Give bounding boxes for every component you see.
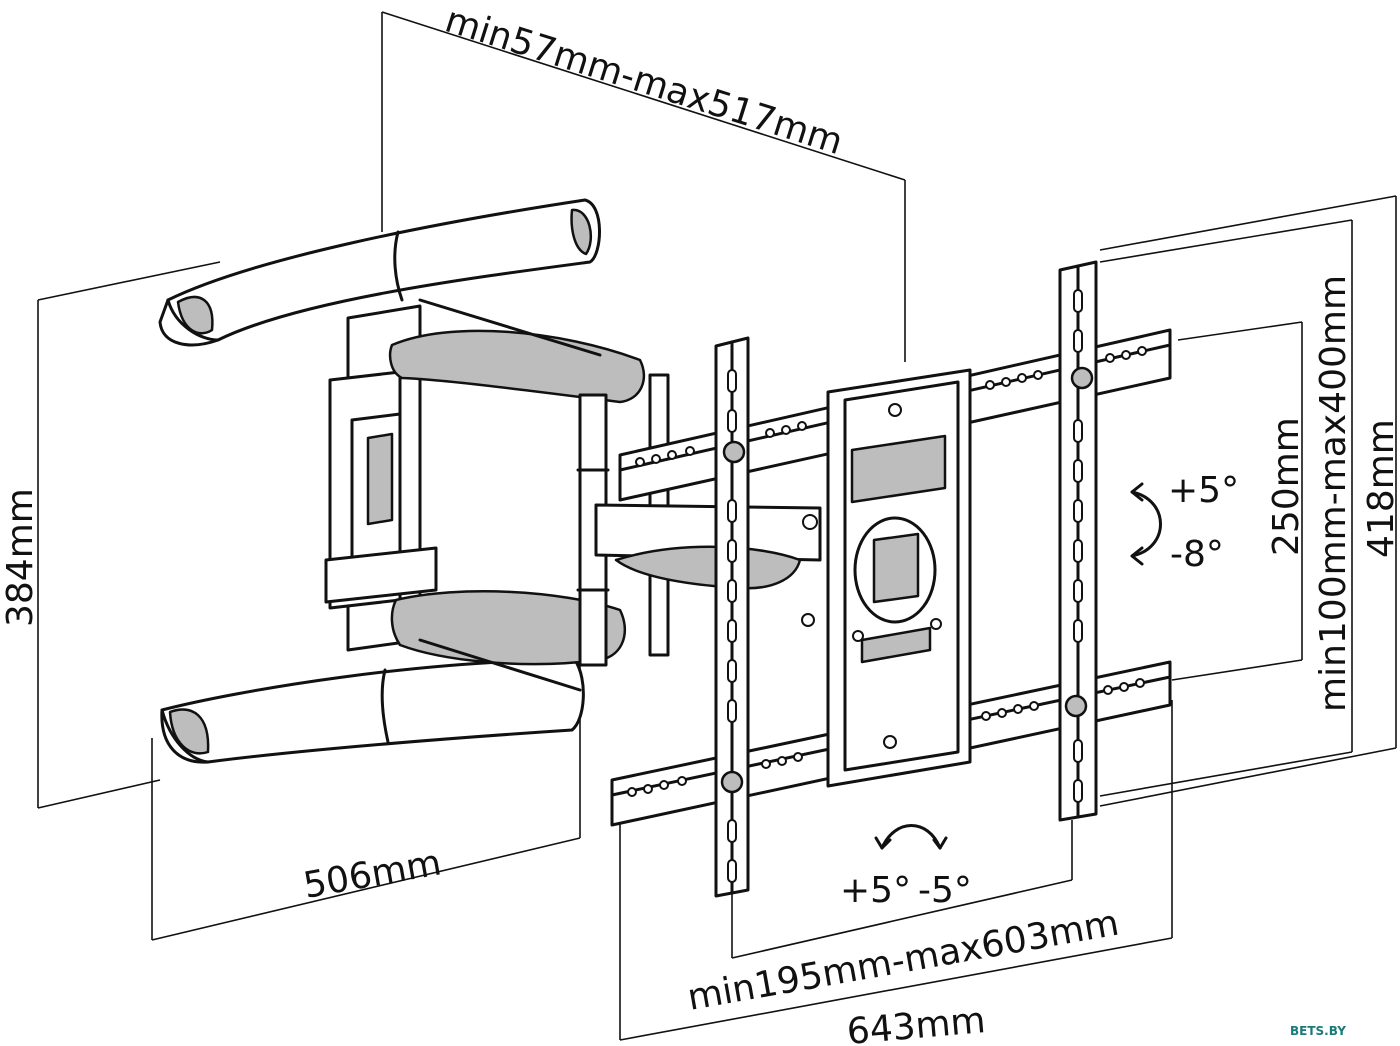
dimension-lines (37, 11, 1397, 1041)
swivel-left-label: +5° (840, 870, 911, 911)
swivel-right-label: -5° (918, 870, 972, 911)
tilt-down-label: -8° (1170, 534, 1224, 575)
right-arm-slots (1073, 289, 1083, 803)
vesa-height-inner-dimension-label: 250mm (1266, 417, 1307, 556)
left-arm-slots (727, 369, 737, 883)
wall-arm-assembly (158, 198, 822, 764)
svg-text:BETS.BY: BETS.BY (1290, 1024, 1346, 1038)
vesa-plate (610, 260, 1172, 898)
vesa-width-dimension-label: min195mm-max603mm (684, 903, 1121, 1019)
arm-width-dimension-label: 506mm (300, 842, 444, 906)
depth-dimension-label: min57mm-max517mm (440, 0, 847, 163)
plate-height-dimension-label: 418mm (1361, 419, 1400, 558)
rail-holes (627, 346, 1147, 797)
plate-width-dimension-label: 643mm (845, 1000, 987, 1046)
tilt-arrow-icon (1130, 482, 1162, 566)
swivel-arrow-icon (874, 824, 948, 850)
tilt-up-label: +5° (1168, 470, 1239, 511)
watermark: BETS.BY (1256, 1020, 1390, 1040)
vesa-height-dimension-label: min100mm-max400mm (1313, 275, 1354, 712)
arm-height-dimension-label: 384mm (0, 488, 41, 627)
